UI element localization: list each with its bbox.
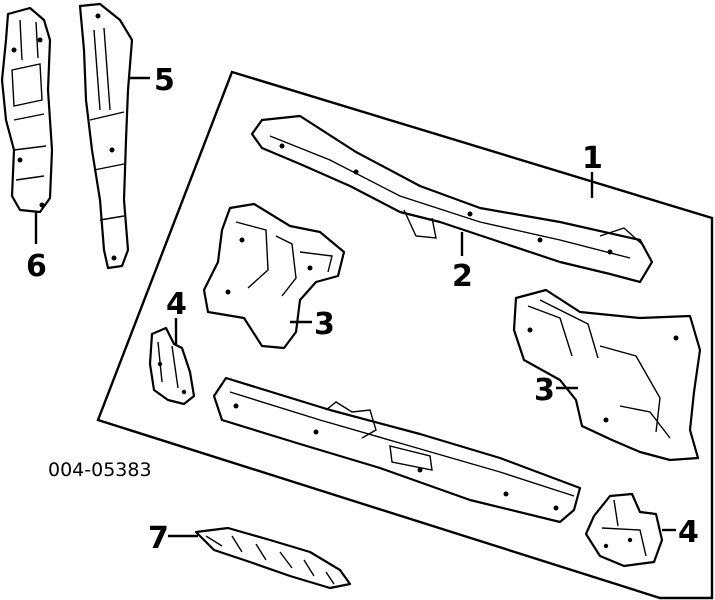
callout-3-right: 3 [534,373,555,408]
part-5-post [78,2,134,270]
part-2-upper-crossmember [250,114,654,284]
part-4-left-bracket [148,326,196,406]
callout-3-left: 3 [314,307,335,342]
lower-crossmember [212,376,582,524]
part-3-left-support [202,202,346,350]
callout-2: 2 [452,259,473,294]
callout-4-right: 4 [678,515,699,550]
callout-5: 5 [154,63,175,98]
diagram-reference-code: 004-05383 [48,459,152,481]
part-7-emblem [194,526,352,590]
callout-7: 7 [148,521,169,556]
part-4-right-bracket [584,492,664,568]
part-6-bracket [0,6,54,214]
part-3-right-support [512,288,702,462]
callout-1: 1 [582,141,603,176]
assembly-outline [96,70,714,600]
leader-lines [34,76,676,538]
callout-4-left: 4 [166,287,187,322]
callout-6: 6 [26,249,47,284]
